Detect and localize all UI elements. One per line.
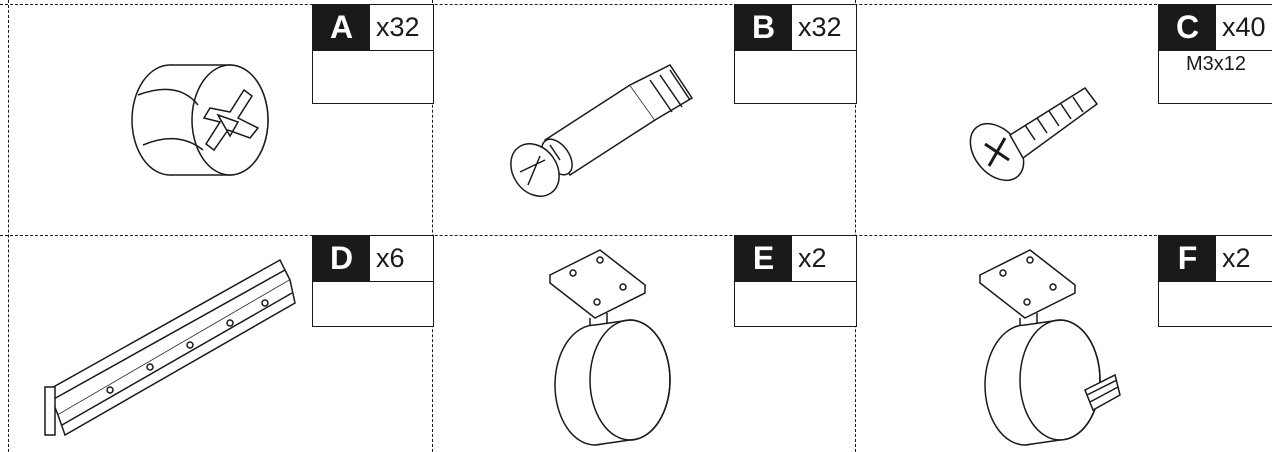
part-letter: A — [313, 5, 370, 50]
part-label-e: E x2 — [734, 235, 857, 327]
part-quantity: x32 — [376, 12, 420, 42]
part-spec — [1159, 281, 1272, 308]
part-label-c: C x40 M3x12 — [1158, 4, 1272, 104]
grid-divider-col1 — [432, 0, 433, 452]
part-letter: E — [735, 236, 792, 281]
part-spec — [735, 50, 856, 77]
part-label-f: F x2 — [1158, 235, 1272, 327]
part-quantity: x40 — [1222, 12, 1266, 42]
caster-wheel-icon — [545, 245, 680, 450]
grid-divider-col2 — [855, 0, 856, 452]
cam-lock-icon — [118, 50, 278, 190]
screw-icon — [965, 80, 1110, 190]
part-letter: C — [1159, 5, 1216, 50]
part-spec — [313, 50, 433, 77]
locking-caster-wheel-icon — [975, 245, 1125, 450]
part-letter: D — [313, 236, 370, 281]
grid-divider-middle — [0, 235, 1272, 236]
part-letter: B — [735, 5, 792, 50]
part-spec: M3x12 — [1159, 50, 1272, 77]
part-label-b: B x32 — [734, 4, 857, 104]
cam-bolt-icon — [500, 60, 700, 195]
part-quantity: x32 — [798, 12, 842, 42]
part-spec — [735, 281, 856, 308]
part-quantity: x6 — [376, 243, 405, 273]
part-spec — [313, 281, 433, 308]
part-quantity: x2 — [798, 243, 827, 273]
drawer-slide-icon — [40, 255, 300, 440]
part-letter: F — [1159, 236, 1216, 281]
grid-divider-top — [0, 4, 1272, 5]
part-label-d: D x6 — [312, 235, 434, 327]
part-quantity: x2 — [1222, 243, 1251, 273]
part-label-a: A x32 — [312, 4, 434, 104]
grid-divider-left — [8, 0, 9, 452]
